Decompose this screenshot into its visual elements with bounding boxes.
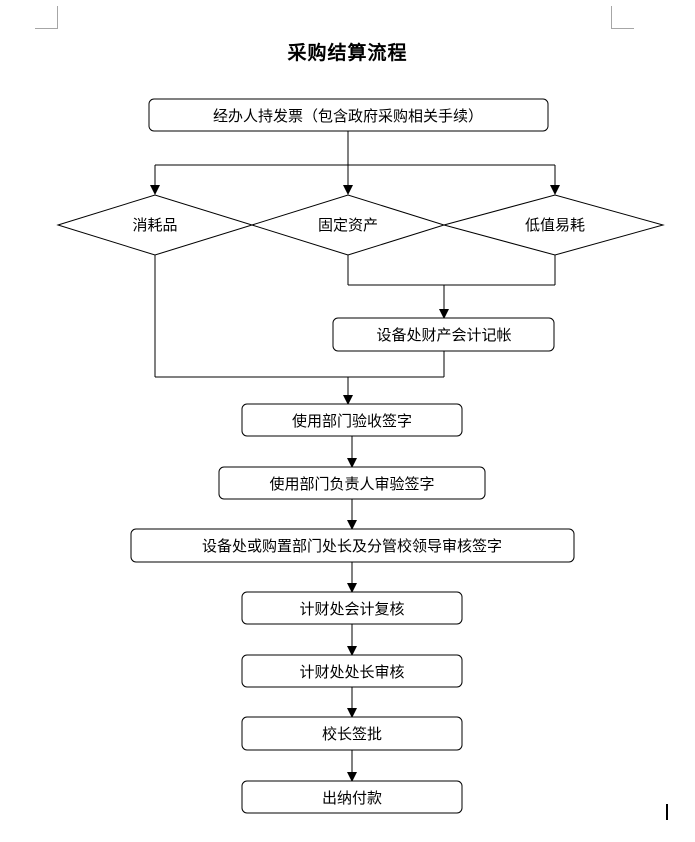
node-low-value-label: 低值易耗: [525, 216, 585, 234]
node-start-box: [148, 98, 549, 132]
page-title: 采购结算流程: [287, 42, 408, 64]
node-finance-director-label: 计财处处长审核: [299, 663, 404, 681]
page-corner-top-left: [35, 6, 58, 29]
node-finance-accountant-box: [241, 591, 463, 625]
node-finance-accountant-label: 计财处会计复核: [299, 600, 404, 618]
node-leader-sign-label: 设备处或购置部门处长及分管校领导审核签字: [202, 537, 502, 555]
node-leader-sign-box: [130, 528, 575, 563]
node-consumables-label: 消耗品: [132, 216, 177, 234]
node-low-value-diamond: [442, 194, 665, 256]
node-finance-director-box: [241, 654, 463, 688]
page-corner-top-right: [611, 6, 634, 29]
node-asset-accounting-label: 设备处财产会计记帐: [376, 326, 511, 344]
text-cursor: [666, 804, 668, 820]
node-dept-accept-box: [241, 403, 463, 437]
node-president-approve-label: 校长签批: [322, 725, 382, 743]
node-dept-head-accept-label: 使用部门负责人审验签字: [269, 475, 434, 493]
node-asset-accounting-box: [332, 317, 555, 352]
node-fixed-assets-label: 固定资产: [318, 216, 378, 234]
node-dept-accept-label: 使用部门验收签字: [292, 412, 412, 430]
node-president-approve-box: [241, 716, 463, 751]
node-payment-box: [241, 780, 463, 814]
node-payment-label: 出纳付款: [322, 789, 382, 807]
node-dept-head-accept-box: [218, 466, 486, 500]
node-start-label: 经办人持发票（包含政府采购相关手续）: [213, 107, 483, 125]
